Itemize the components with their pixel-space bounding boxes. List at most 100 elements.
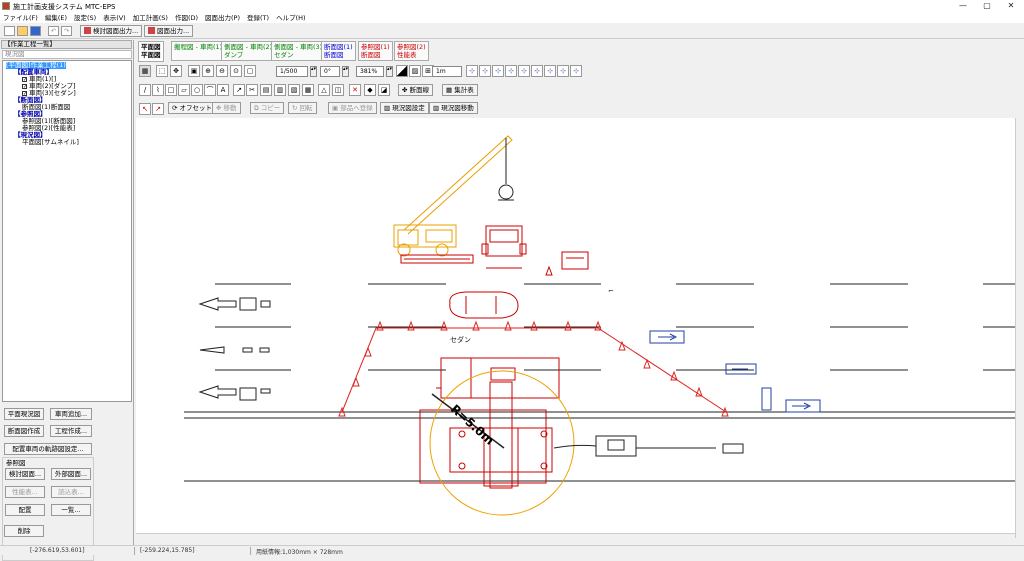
track-setting-button[interactable]: 配置車両の軌跡図設定... — [4, 443, 92, 455]
zoom-field[interactable]: 381% — [356, 66, 384, 77]
undo-icon[interactable]: ↶ — [48, 26, 59, 36]
tree-item[interactable]: ✓車両(2)[ダンプ] — [22, 83, 76, 90]
zoom-spin[interactable]: ▴▾ — [386, 66, 393, 77]
section-line-button[interactable]: ✤ 断面線 — [398, 84, 434, 96]
snap-icon[interactable]: ⊹ — [557, 65, 569, 77]
tree-item[interactable]: 【断面図】 — [14, 97, 47, 104]
plan-setting-button[interactable]: 平面現況図 — [4, 408, 44, 420]
tab-4[interactable]: 断面図(1)断面図 — [321, 41, 356, 61]
delete-button[interactable]: 削除 — [4, 525, 44, 537]
read-table-button[interactable]: 読込表... — [51, 486, 91, 498]
rectangle-tool-icon[interactable]: □ — [165, 84, 177, 96]
tab-3[interactable]: 側面図 - 車両(3)セダン — [271, 41, 326, 61]
vertical-scrollbar[interactable] — [1015, 118, 1024, 538]
checkbox-icon[interactable]: ✓ — [22, 84, 28, 90]
image-tool-icon[interactable]: ▦ — [302, 84, 314, 96]
polygon-tool-icon[interactable]: ▱ — [178, 84, 190, 96]
tab-1[interactable]: 搬程図 - 車両(1) — [171, 41, 226, 61]
drawing-canvas[interactable]: ⌐ セダン R=5.0m — [136, 118, 1015, 538]
tab-2[interactable]: 側面図 - 車両(2)ダンプ — [221, 41, 276, 61]
tree-item[interactable]: 【配置車両】 — [14, 69, 53, 76]
tree-item[interactable]: [平面図]作業工程(1) — [6, 62, 66, 69]
current-move-button[interactable]: ▨ 現況図移動 — [429, 102, 478, 114]
new-file-icon[interactable] — [4, 26, 15, 36]
plan-output-button[interactable]: 検討図面出力... — [80, 25, 143, 37]
snap-icon[interactable]: ⊹ — [505, 65, 517, 77]
select-icon[interactable]: ⬚ — [156, 65, 168, 77]
vehicle-tool-icon[interactable]: ▥ — [274, 84, 286, 96]
offset-button[interactable]: ⟳ オフセット — [168, 102, 217, 114]
polyline-tool-icon[interactable]: ⌇ — [152, 84, 164, 96]
fill-icon[interactable] — [396, 65, 408, 77]
menu-item-1[interactable]: 編集(E) — [44, 14, 67, 22]
angle-field[interactable]: 0° — [320, 66, 340, 77]
layer-tool-icon[interactable]: ▤ — [260, 84, 272, 96]
line-width-select[interactable]: 1m — [432, 66, 462, 77]
list-button[interactable]: 一覧... — [51, 504, 91, 516]
color-tool-icon[interactable]: ▧ — [288, 84, 300, 96]
arc-tool-icon[interactable]: ⌒ — [204, 84, 216, 96]
zoom-in-icon[interactable]: ⊕ — [202, 65, 214, 77]
chart-tool-icon[interactable]: ◪ — [378, 84, 390, 96]
redo-icon[interactable]: ↷ — [61, 26, 72, 36]
minimize-button[interactable]: — — [959, 1, 967, 10]
snap-icon[interactable]: ⊹ — [531, 65, 543, 77]
pan-icon[interactable]: ✥ — [170, 65, 182, 77]
menu-item-0[interactable]: ファイル(F) — [3, 14, 38, 22]
hatch-icon[interactable]: ▨ — [409, 65, 421, 77]
circle-tool-icon[interactable]: ○ — [191, 84, 203, 96]
angle-spin[interactable]: ▴▾ — [342, 66, 349, 77]
move-button[interactable]: ✥ 移動 — [212, 102, 241, 114]
checkbox-icon[interactable]: ✓ — [22, 77, 28, 83]
scale-spin[interactable]: ▴▾ — [310, 66, 317, 77]
section-create-button[interactable]: 断面図作成 — [4, 425, 44, 437]
tree-item[interactable]: 参照図(2)[性能表] — [22, 125, 75, 132]
snap-icon[interactable]: ⊹ — [466, 65, 478, 77]
current-setting-button[interactable]: ▨ 現況図設定 — [380, 102, 429, 114]
checkbox-icon[interactable]: ✓ — [22, 91, 28, 97]
close-button[interactable]: ✕ — [1007, 1, 1015, 10]
menu-item-3[interactable]: 表示(V) — [103, 14, 126, 22]
copy-button[interactable]: ⧉ コピー — [250, 102, 285, 114]
tree-item[interactable]: 【現況図】 — [14, 132, 47, 139]
fill-color-icon[interactable]: ◆ — [364, 84, 376, 96]
snap-icon[interactable]: ⊹ — [492, 65, 504, 77]
perf-table-button[interactable]: 性能表... — [5, 486, 45, 498]
tab-6[interactable]: 参照図(2)性能表 — [394, 41, 429, 61]
zoom-out-icon[interactable]: ⊖ — [216, 65, 228, 77]
menu-item-6[interactable]: 図面出力(P) — [205, 14, 241, 22]
study-drawing-button[interactable]: 検討図面... — [5, 468, 45, 480]
tree-item[interactable]: 断面図(1)断面図 — [22, 104, 70, 111]
summary-button[interactable]: ▦ 集計表 — [442, 84, 478, 96]
tree-item[interactable]: 【参照図】 — [14, 111, 47, 118]
menu-item-5[interactable]: 作図(D) — [174, 14, 199, 22]
tree-item[interactable]: ✓車両(1)[] — [22, 76, 56, 83]
pick-icon[interactable]: ↖ — [139, 103, 151, 115]
snap-icon[interactable]: ⊹ — [544, 65, 556, 77]
cone-tool-icon[interactable]: △ — [318, 84, 330, 96]
snap-icon[interactable]: ⊹ — [518, 65, 530, 77]
zoom-window-icon[interactable]: ▣ — [188, 65, 200, 77]
external-drawing-button[interactable]: 外部図面... — [51, 468, 91, 480]
drawing-output-button[interactable]: 図面出力... — [144, 25, 194, 37]
process-create-button[interactable]: 工程作成... — [50, 425, 92, 437]
snap-icon[interactable]: ⊹ — [570, 65, 582, 77]
scale-select[interactable]: 1/500 — [276, 66, 308, 77]
line-tool-icon[interactable]: / — [139, 84, 151, 96]
register-part-button[interactable]: ▣ 部品へ登録 — [328, 102, 377, 114]
delete-tool-icon[interactable]: ✕ — [349, 84, 361, 96]
menu-item-8[interactable]: ヘルプ(H) — [276, 14, 306, 22]
sign-tool-icon[interactable]: ◫ — [332, 84, 344, 96]
grid-view-icon[interactable]: ▦ — [139, 65, 151, 77]
tab-5[interactable]: 参照図(1)断面図 — [358, 41, 393, 61]
menu-item-4[interactable]: 加工計画(S) — [132, 14, 168, 22]
menu-item-7[interactable]: 登録(T) — [247, 14, 270, 22]
menu-item-2[interactable]: 設定(S) — [74, 14, 97, 22]
maximize-button[interactable]: ▢ — [983, 1, 991, 10]
dimension-tool-icon[interactable]: ↗ — [233, 84, 245, 96]
plan-drawing[interactable]: ⌐ セダン R=5.0m — [136, 118, 1015, 538]
horizontal-scrollbar[interactable] — [136, 533, 1015, 542]
zoom-all-icon[interactable]: ▢ — [244, 65, 256, 77]
text-tool-icon[interactable]: A — [217, 84, 229, 96]
rotate-button[interactable]: ↻ 回転 — [288, 102, 317, 114]
